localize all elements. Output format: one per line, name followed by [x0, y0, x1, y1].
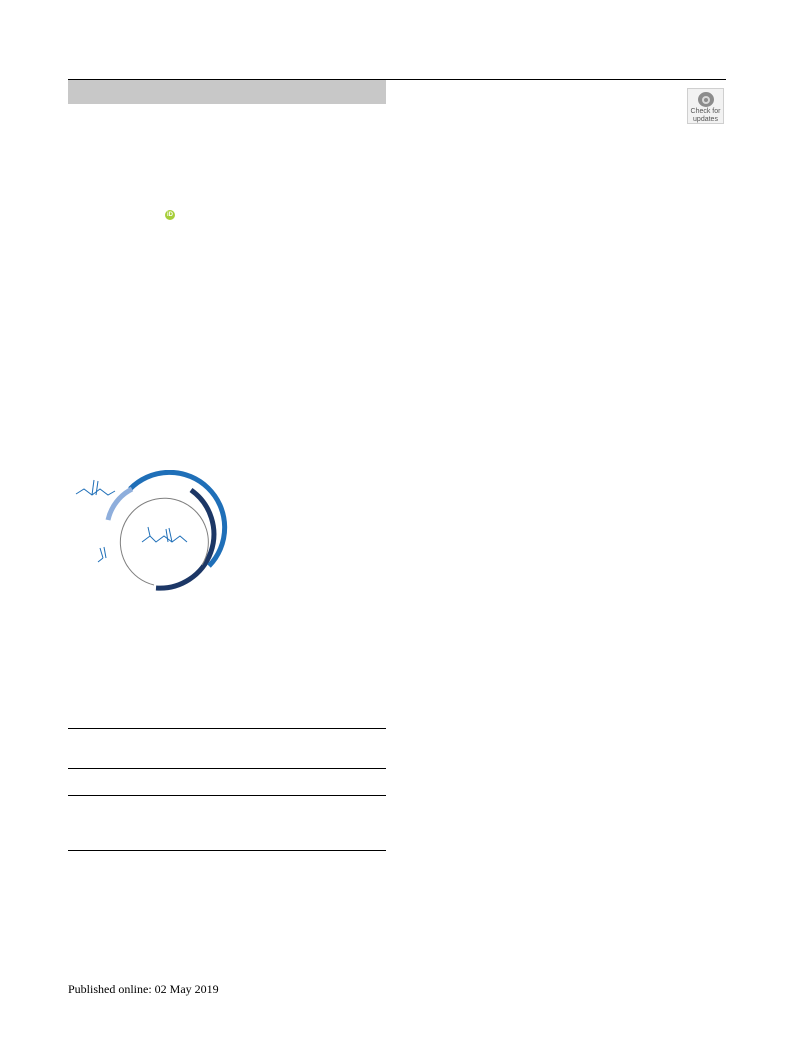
check-for-updates-badge[interactable]: Check for updates	[687, 88, 724, 124]
rule-2	[68, 768, 386, 769]
rule-3	[68, 795, 386, 796]
rule-1	[68, 728, 386, 729]
outer-arc-light-blue	[105, 486, 134, 521]
rule-4	[68, 850, 386, 851]
top-rule	[68, 79, 726, 80]
published-online-date: Published online: 02 May 2019	[68, 982, 219, 996]
inner-circle	[119, 497, 209, 586]
badge-label-line1: Check for	[690, 108, 721, 115]
header-bar	[68, 80, 386, 104]
graphical-abstract	[75, 470, 228, 591]
outer-arc-dark-navy	[155, 487, 217, 591]
molecule-small-left	[99, 547, 104, 559]
badge-label-line2: updates	[693, 116, 718, 123]
check-for-updates-icon	[697, 92, 714, 107]
molecule-inner	[141, 535, 188, 543]
orcid-icon[interactable]: iD	[165, 210, 175, 220]
molecule-top-left	[75, 488, 116, 496]
outer-arc-blue	[128, 470, 228, 568]
